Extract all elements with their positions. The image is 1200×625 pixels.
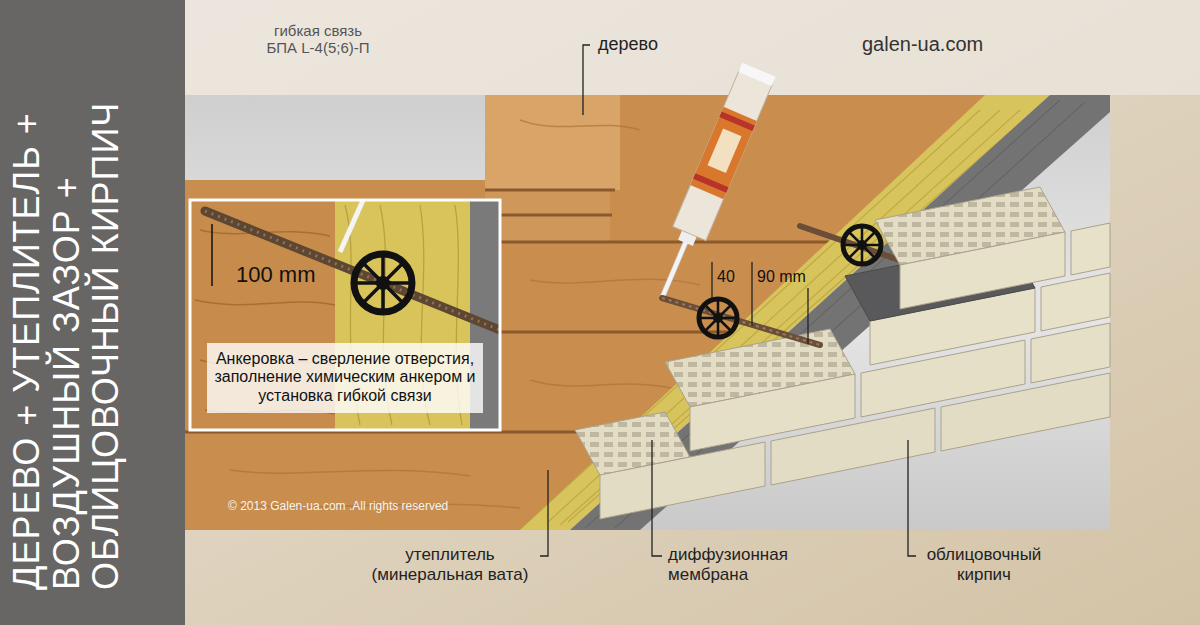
- caulk-tube: [645, 63, 775, 305]
- leader-line: [540, 45, 916, 556]
- caulk-tube: [660, 240, 689, 299]
- flexible-tie: [662, 298, 820, 345]
- flexible-tie: [699, 299, 737, 337]
- caulk-tube: [693, 173, 728, 193]
- facing-brick: [690, 374, 855, 451]
- part-name: диффузионная мембрана: [668, 545, 798, 584]
- inset-detail: [190, 200, 500, 430]
- caulk-tube: [673, 70, 773, 241]
- leader-line: [908, 440, 916, 556]
- dimension: 90 mm: [757, 268, 806, 286]
- caulk-tube: [719, 111, 754, 131]
- facing-brick: [1031, 323, 1110, 383]
- part-name: утеплитель (минеральная вата): [365, 545, 535, 584]
- part-name: дерево: [598, 34, 658, 55]
- side-panel: [0, 0, 185, 625]
- flexible-tie: [662, 298, 820, 345]
- dimension-line: [711, 262, 712, 298]
- flexible-tie: [662, 226, 905, 345]
- flexible-tie: [843, 226, 881, 264]
- inset-frame: [190, 200, 500, 430]
- dimension-line: [807, 288, 808, 344]
- dimension-line: [712, 262, 808, 344]
- caulk-tube: [707, 128, 741, 173]
- watermark: galen-ua.com: [862, 33, 983, 56]
- leader-line: [652, 440, 662, 556]
- leader-line: [583, 45, 590, 115]
- facing-brick: [875, 187, 1110, 309]
- diffusion-membrane: [570, 95, 1110, 530]
- insulation: [530, 105, 1040, 525]
- callout-panel: Анкеровка – сверление отверстия, заполне…: [207, 343, 483, 413]
- diffusion-membrane: [585, 100, 1085, 528]
- facing-brick: [1041, 273, 1110, 331]
- part-name: облицовочный кирпич: [918, 545, 1050, 584]
- facing-brick: [1071, 223, 1110, 275]
- product-name: гибкая связь БПА L-4(5;6)-П: [258, 22, 378, 57]
- flexible-tie: [699, 299, 737, 337]
- inset-detail: [354, 254, 412, 312]
- dimension: 100 mm: [236, 262, 315, 287]
- dimension-line: [211, 224, 213, 286]
- insulation: [520, 95, 1050, 530]
- insulation: [520, 95, 1050, 530]
- facing-brick: [900, 232, 1065, 309]
- diffusion-membrane: [570, 95, 1110, 530]
- stage: [185, 95, 1110, 530]
- inset-detail: [340, 200, 364, 252]
- wood-wall: [485, 95, 620, 190]
- side-title: ДЕРЕВО + УТЕПЛИТЕЛЬ + ВОЗДУШНЫЙ ЗАЗОР + …: [7, 80, 177, 590]
- facing-brick: [575, 243, 1110, 519]
- dimension-line: [751, 262, 752, 326]
- top-band: [185, 0, 1200, 95]
- facing-brick: [600, 442, 765, 519]
- callout-text: Анкеровка – сверление отверстия, заполне…: [214, 350, 476, 405]
- copyright: © 2013 Galen-ua.com .All rights reserved: [228, 500, 448, 514]
- inset-detail: [354, 254, 412, 312]
- caulk-tube: [690, 107, 756, 199]
- caulk-tube: [738, 63, 775, 86]
- dimension: 40: [717, 268, 735, 286]
- leader-line: [540, 470, 548, 556]
- flexible-tie: [843, 226, 881, 264]
